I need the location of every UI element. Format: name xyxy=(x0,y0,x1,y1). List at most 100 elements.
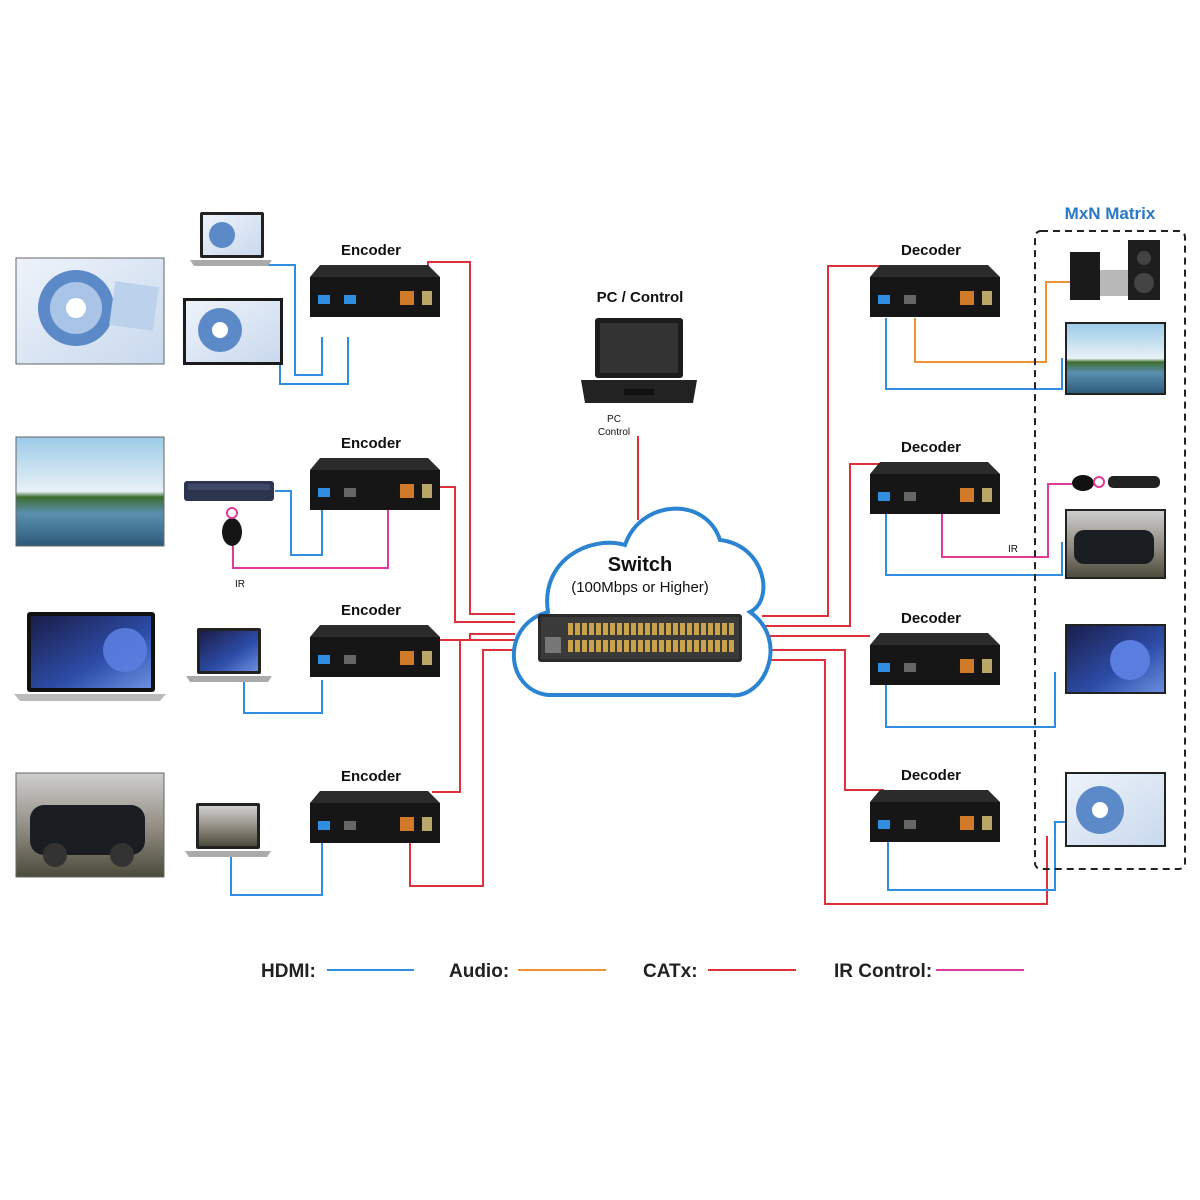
encoder-power-port[interactable] xyxy=(422,651,432,665)
switch-port xyxy=(666,640,671,652)
decoder-2: Decoder xyxy=(870,439,1000,514)
tv-icon xyxy=(15,436,165,547)
switch-subtitle: (100Mbps or Higher) xyxy=(571,579,709,596)
laptop-icon xyxy=(190,212,272,266)
ir-cable-right xyxy=(941,483,1072,558)
encoder-hdmi-port[interactable] xyxy=(318,821,330,830)
decoder-top xyxy=(870,633,1000,645)
decoder-label: Decoder xyxy=(901,242,961,259)
encoder-lan-port[interactable] xyxy=(400,484,414,498)
switch-port xyxy=(652,640,657,652)
encoder-top xyxy=(310,458,440,470)
hdmi-cable-source-1b xyxy=(279,332,349,385)
encoder-lan-port[interactable] xyxy=(400,291,414,305)
decoder-power-port[interactable] xyxy=(982,488,992,502)
decoder-hdmi-port[interactable] xyxy=(878,820,890,829)
decoder-label: Decoder xyxy=(901,610,961,627)
cloud-shape xyxy=(511,506,773,698)
encoder-aux-port[interactable] xyxy=(344,655,356,664)
switch-port xyxy=(568,640,573,652)
switch-port xyxy=(673,623,678,635)
switch-port xyxy=(645,623,650,635)
legend-label: Audio: xyxy=(449,961,509,982)
decoder-power-port[interactable] xyxy=(982,816,992,830)
decoder-4: Decoder xyxy=(870,767,1000,842)
encoder-aux-port[interactable] xyxy=(344,821,356,830)
switch-port xyxy=(582,623,587,635)
decoder-hdmi-port[interactable] xyxy=(878,295,890,304)
tv-icon xyxy=(1065,322,1166,395)
encoder-body xyxy=(310,637,440,677)
switch-port xyxy=(708,640,713,652)
switch-port xyxy=(631,640,636,652)
encoder-label: Encoder xyxy=(341,602,401,619)
encoder-power-port[interactable] xyxy=(422,817,432,831)
encoder-label: Encoder xyxy=(341,435,401,452)
switch-port xyxy=(617,640,622,652)
encoder-hdmi-port[interactable] xyxy=(318,488,330,497)
decoder-power-port[interactable] xyxy=(982,659,992,673)
encoder-lan-port[interactable] xyxy=(400,651,414,665)
decoder-body xyxy=(870,277,1000,317)
switch-port xyxy=(624,640,629,652)
tv-icon xyxy=(1065,624,1166,694)
decoder-aux-port[interactable] xyxy=(904,663,916,672)
switch-port xyxy=(596,623,601,635)
pc-port-label-2: Control xyxy=(598,427,630,438)
pc-port-label-1: PC xyxy=(607,414,621,425)
switch-port xyxy=(708,623,713,635)
ir-cable-left xyxy=(232,502,389,569)
decoder-lan-port[interactable] xyxy=(960,659,974,673)
legend-label: CATx: xyxy=(643,961,698,982)
pc-title: PC / Control xyxy=(597,289,684,306)
cat-cable-decoder-2 xyxy=(762,463,884,627)
decoder-hdmi-port[interactable] xyxy=(878,492,890,501)
encoder-label: Encoder xyxy=(341,768,401,785)
encoder-top xyxy=(310,625,440,637)
switch-port xyxy=(603,640,608,652)
switch-port xyxy=(652,623,657,635)
cat-cable-encoder-3 xyxy=(430,633,515,641)
decoder-aux-port[interactable] xyxy=(904,492,916,501)
legend-label: HDMI: xyxy=(261,961,316,982)
decoder-1: Decoder xyxy=(870,242,1000,317)
switch-port xyxy=(624,623,629,635)
hdmi-cable-sink-3 xyxy=(885,672,1056,728)
decoder-power-port[interactable] xyxy=(982,291,992,305)
tv-icon xyxy=(15,772,165,878)
switch-port xyxy=(687,623,692,635)
media-player-icon xyxy=(184,481,274,501)
decoder-aux-port[interactable] xyxy=(904,295,916,304)
encoder-aux-port[interactable] xyxy=(344,295,356,304)
switch-port xyxy=(596,640,601,652)
decoder-lan-port[interactable] xyxy=(960,291,974,305)
encoder-hdmi-port[interactable] xyxy=(318,295,330,304)
encoder-aux-port[interactable] xyxy=(344,488,356,497)
switch-port xyxy=(722,623,727,635)
stereo-speaker-icon xyxy=(1070,240,1160,300)
decoder-3: Decoder xyxy=(870,610,1000,685)
encoder-1: Encoder xyxy=(310,242,440,317)
encoder-hdmi-port[interactable] xyxy=(318,655,330,664)
switch-title: Switch xyxy=(608,554,672,576)
display-icon xyxy=(183,298,283,365)
matrix-title: MxN Matrix xyxy=(1065,204,1156,223)
legend-label: IR Control: xyxy=(834,961,932,982)
switch-port xyxy=(638,623,643,635)
switch-port xyxy=(610,623,615,635)
decoder-top xyxy=(870,265,1000,277)
switch-port xyxy=(722,640,727,652)
switch-port xyxy=(638,640,643,652)
decoder-aux-port[interactable] xyxy=(904,820,916,829)
cat-cable-encoder-4b xyxy=(432,639,515,793)
encoder-power-port[interactable] xyxy=(422,484,432,498)
decoder-lan-port[interactable] xyxy=(960,816,974,830)
encoder-power-port[interactable] xyxy=(422,291,432,305)
switch-port xyxy=(701,623,706,635)
encoder-lan-port[interactable] xyxy=(400,817,414,831)
decoder-lan-port[interactable] xyxy=(960,488,974,502)
hdmi-cable-sink-2 xyxy=(885,495,1063,576)
encoder-body xyxy=(310,470,440,510)
decoder-hdmi-port[interactable] xyxy=(878,663,890,672)
switch-port xyxy=(575,623,580,635)
